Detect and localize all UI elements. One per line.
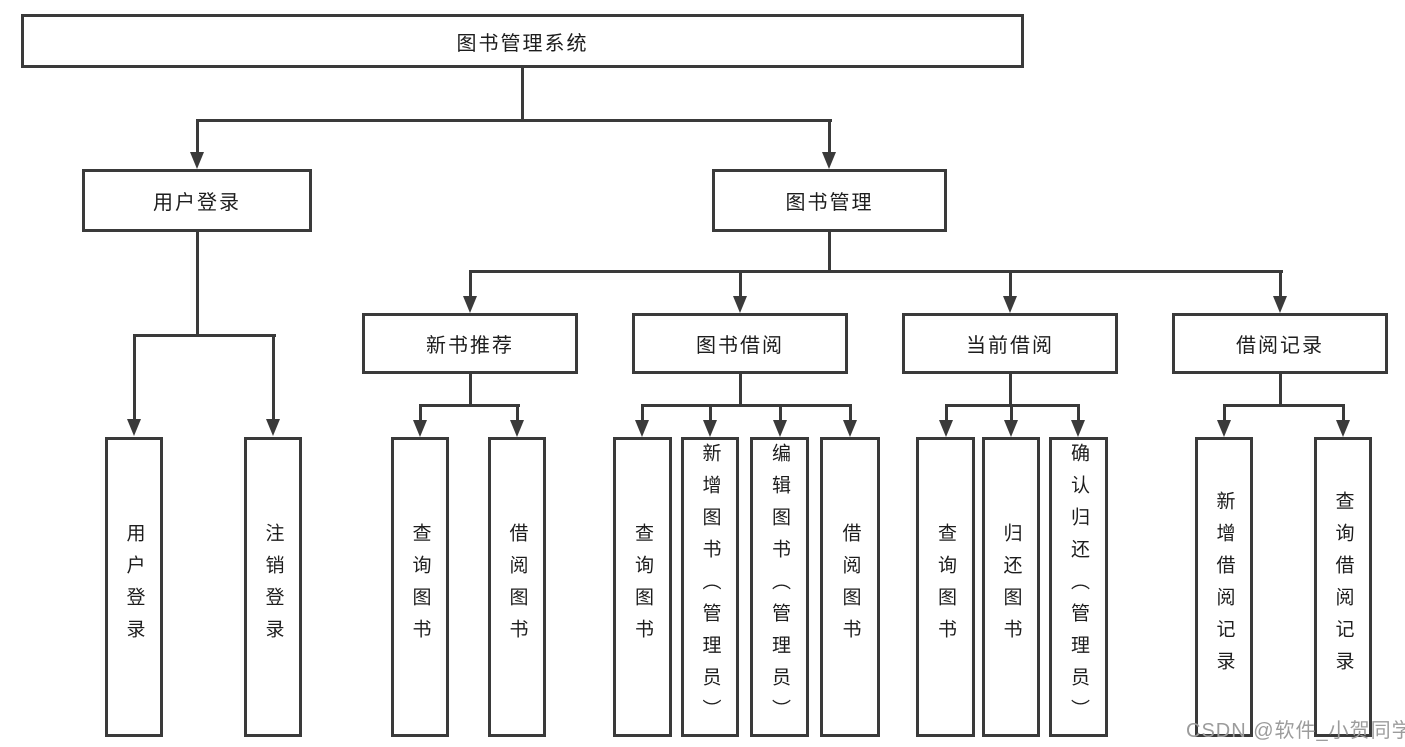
leaf-return-books: 归还图书 (982, 437, 1040, 737)
connector-line (196, 119, 832, 122)
node-label: 借阅图书 (839, 523, 861, 651)
connector-line (1342, 404, 1345, 421)
leaf-add-borrow-record: 新增借阅记录 (1195, 437, 1253, 737)
connector-line (419, 404, 520, 407)
connector-line (739, 270, 742, 297)
node-label: 归还图书 (1000, 523, 1022, 651)
connector-line (739, 372, 742, 406)
node-label: 图书管理 (785, 192, 874, 214)
connector-line (1077, 404, 1080, 421)
leaf-borrow-query-books: 查询图书 (613, 437, 672, 737)
connector-line (1223, 404, 1344, 407)
leaf-recommend-borrow-books: 借阅图书 (488, 437, 546, 737)
node-label: 新增图书（管理员） (699, 443, 721, 731)
arrowhead-down (1273, 296, 1287, 313)
node-label: 注销登录 (262, 523, 284, 651)
connector-line (709, 404, 712, 421)
connector-line (516, 404, 519, 421)
connector-line (849, 404, 852, 421)
node-root-library-system: 图书管理系统 (21, 14, 1024, 68)
connector-line (469, 270, 472, 297)
arrowhead-down (939, 420, 953, 437)
arrowhead-down (1071, 420, 1085, 437)
arrowhead-down (510, 420, 524, 437)
leaf-confirm-return-admin: 确认归还（管理员） (1049, 437, 1108, 737)
arrowhead-down (1003, 296, 1017, 313)
node-label: 查询借阅记录 (1332, 491, 1354, 683)
connector-line (133, 334, 136, 420)
connector-line (1279, 270, 1282, 297)
connector-line (1009, 372, 1012, 406)
arrowhead-down (1004, 420, 1018, 437)
connector-line (419, 404, 422, 421)
arrowhead-down (1217, 420, 1231, 437)
leaf-current-query-books: 查询图书 (916, 437, 975, 737)
node-label: 借阅记录 (1236, 335, 1324, 357)
connector-line (1279, 372, 1282, 406)
connector-line (469, 270, 1283, 273)
node-borrow-records: 借阅记录 (1172, 313, 1388, 374)
connector-line (1223, 404, 1226, 421)
leaf-user-login: 用户登录 (105, 437, 163, 737)
node-label: 新增借阅记录 (1213, 491, 1235, 683)
node-book-borrow: 图书借阅 (632, 313, 848, 374)
leaf-logout: 注销登录 (244, 437, 302, 737)
arrowhead-down (703, 420, 717, 437)
node-label: 确认归还（管理员） (1068, 443, 1089, 731)
leaf-query-borrow-record: 查询借阅记录 (1314, 437, 1372, 737)
connector-line (828, 119, 831, 153)
node-label: 查询图书 (632, 523, 653, 651)
node-label: 查询图书 (409, 523, 431, 651)
connector-line (272, 334, 275, 420)
arrowhead-down (463, 296, 477, 313)
node-book-management: 图书管理 (712, 169, 947, 232)
connector-line (641, 404, 644, 421)
connector-line (1009, 270, 1012, 297)
connector-line (133, 334, 276, 337)
arrowhead-down (127, 419, 141, 436)
arrowhead-down (822, 152, 836, 169)
node-label: 用户登录 (123, 523, 145, 651)
node-label: 图书借阅 (696, 335, 784, 357)
node-label: 新书推荐 (426, 335, 514, 357)
leaf-borrow-books: 借阅图书 (820, 437, 880, 737)
node-label: 查询图书 (935, 523, 956, 651)
node-current-borrow: 当前借阅 (902, 313, 1118, 374)
connector-line (196, 230, 199, 336)
arrowhead-down (413, 420, 427, 437)
connector-line (779, 404, 782, 421)
arrowhead-down (266, 419, 280, 436)
connector-line (828, 230, 831, 272)
node-user-login: 用户登录 (82, 169, 312, 232)
leaf-edit-books-admin: 编辑图书（管理员） (750, 437, 809, 737)
connector-line (1010, 404, 1013, 421)
connector-line (641, 404, 851, 407)
arrowhead-down (635, 420, 649, 437)
node-label: 用户登录 (153, 192, 241, 214)
node-label: 借阅图书 (506, 523, 528, 651)
connector-line (945, 404, 948, 421)
arrowhead-down (190, 152, 204, 169)
arrowhead-down (843, 420, 857, 437)
arrowhead-down (1336, 420, 1350, 437)
node-label: 当前借阅 (966, 335, 1054, 357)
arrowhead-down (733, 296, 747, 313)
node-new-book-recommend: 新书推荐 (362, 313, 578, 374)
node-label: 编辑图书（管理员） (769, 443, 790, 731)
csdn-watermark: CSDN @软件_小贺同学 (1186, 720, 1405, 742)
leaf-recommend-query-books: 查询图书 (391, 437, 449, 737)
leaf-add-books-admin: 新增图书（管理员） (681, 437, 739, 737)
connector-line (196, 119, 199, 153)
connector-line (521, 66, 524, 121)
arrowhead-down (773, 420, 787, 437)
connector-line (469, 372, 472, 406)
node-label: 图书管理系统 (456, 32, 589, 55)
